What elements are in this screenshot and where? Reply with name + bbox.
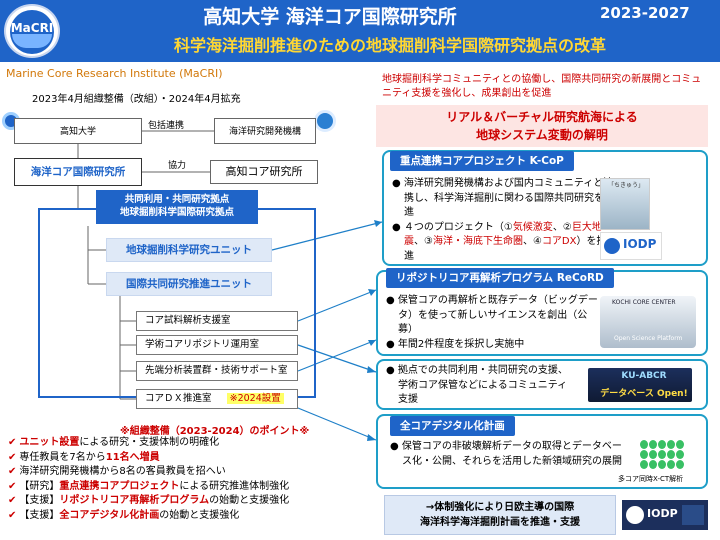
list-item: ● 保管コアの再解析と既存データ（ビッグデータ）を使って新しいサイエンスを創出（…: [386, 295, 598, 335]
check-icon: ✔: [8, 466, 17, 478]
subunit-core-dx-note: ※2024設置: [226, 393, 284, 404]
chikyu-ship-image: [600, 178, 650, 230]
iodp-3-logo: IODP: [622, 500, 708, 530]
voyage-line1: リアル＆バーチャル研究航海による: [446, 110, 638, 124]
record-title: リポジトリコア再解析プログラム ReCoRD: [386, 268, 614, 288]
establishment-note: 2023年4月組織整備（改組）・2024年4月拡充: [32, 94, 241, 105]
institute-english-name: Marine Core Research Institute (MaCRI): [6, 67, 223, 80]
digitization-title: 全コアデジタル化計画: [390, 416, 515, 436]
subunit-core-dx-label: コアＤＸ推進室: [145, 393, 212, 404]
period-label: 2023-2027: [600, 4, 690, 22]
xct-scan-image: [640, 440, 684, 470]
list-item: ✔海洋研究開発機構から8名の客員教員を招へい: [8, 466, 226, 478]
subunit-core-repository: 学術コアリポジトリ運用室: [136, 335, 298, 355]
page-subtitle: 科学海洋掘削推進のための地球掘削科学国際研究拠点の改革: [173, 36, 606, 55]
page-title: 高知大学 海洋コア国際研究所: [203, 6, 457, 28]
digitization-list: ● 保管コアの非破壊解析データの取得とデータベース化・公開、それらを活用した新領…: [390, 440, 630, 469]
kuabcr-title: KU-ABCR: [621, 371, 667, 381]
logo-text: MaCRI: [10, 21, 54, 35]
list-item: ● 年間2件程度を採択し実施中: [386, 338, 525, 350]
kuabcr-banner: [588, 368, 692, 402]
kcop-list: ● 海洋研究開発機構および国内コミュニティと連携し、科学海洋掘削に関わる国際共同…: [392, 177, 614, 264]
check-icon: ✔: [8, 480, 17, 492]
jamstec-icon: [314, 110, 336, 132]
check-icon: ✔: [8, 437, 17, 448]
footer-line2: 海洋科学海洋掘削計画を推進・支援: [420, 517, 580, 528]
points-title: ※組織整備（2023-2024）のポイント※: [120, 426, 310, 437]
list-item: ✔【支援】全コアデジタル化計画の始動と支援強化: [8, 509, 240, 521]
collaboration-text: 地球掘削科学コミュニティとの協働し、国際共同研究の新展開とコミュニティ支援を強化…: [382, 74, 702, 99]
kochi-core-center-image: [600, 296, 696, 348]
list-item: ● 海洋研究開発機構および国内コミュニティと連携し、科学海洋掘削に関わる国際共同…: [392, 178, 614, 218]
jamstec-box: 海洋研究開発機構: [214, 118, 316, 144]
community-list: ● 拠点での共同利用・共同研究の支援、学術コア保管などによるコミュニティ支援: [386, 364, 576, 408]
macri-logo: MaCRI: [4, 4, 60, 58]
list-item: ● 保管コアの非破壊解析データの取得とデータベース化・公開、それらを活用した新領…: [390, 441, 622, 467]
research-voyage-box: リアル＆バーチャル研究航海による 地球システム変動の解明: [376, 105, 708, 147]
database-open-label: データベース Open!: [600, 389, 688, 399]
check-icon: ✔: [8, 509, 17, 521]
subunit-core-dx: コアＤＸ推進室 ※2024設置: [136, 389, 298, 409]
check-icon: ✔: [8, 495, 17, 507]
kochi-core-center-label: KOCHI CORE CENTER: [612, 299, 676, 306]
kochi-core-box: 高知コア研究所: [210, 160, 318, 184]
university-box: 高知大学: [14, 118, 142, 144]
subunit-analysis-support: 先端分析装置群・技術サポート室: [136, 361, 298, 381]
xct-label: 多コア同時X-CT解析: [618, 475, 684, 483]
subunit-core-analysis: コア試料解析支援室: [136, 311, 298, 331]
check-icon: ✔: [8, 451, 17, 463]
list-item: ✔【研究】重点連携コアプロジェクトによる研究推進体制強化: [8, 480, 290, 492]
list-item: ✔ユニット設置による研究・支援体制の明確化: [8, 437, 220, 448]
footer-line1: →体制強化により日欧主導の国際: [425, 502, 575, 513]
list-item: ✔専任教員を7名から11名へ増員: [8, 451, 160, 463]
partnership-label: 包括連携: [148, 121, 185, 131]
chikyu-label: 「ちきゅう」: [608, 182, 645, 189]
joint-line2: 地球掘削科学国際研究拠点: [119, 207, 234, 218]
joint-line1: 共同利用・共同研究拠点: [124, 194, 230, 205]
header-bar: [0, 0, 720, 62]
open-science-label: Open Science Platform: [614, 335, 683, 342]
cooperation-label: 協力: [168, 161, 187, 171]
kcop-title: 重点連携コアプロジェクト K-CoP: [390, 151, 574, 171]
list-item: ✔【支援】リポジトリコア再解析プログラムの始動と支援強化: [8, 495, 290, 507]
center-box: 海洋コア国際研究所: [14, 158, 142, 186]
list-item: ● 拠点での共同利用・共同研究の支援、学術コア保管などによるコミュニティ支援: [386, 365, 568, 405]
unit-international-research: 国際共同研究推進ユニット: [106, 272, 272, 296]
voyage-line2: 地球システム変動の解明: [476, 128, 608, 142]
points-list: ✔ユニット設置による研究・支援体制の明確化 ✔専任教員を7名から11名へ増員 ✔…: [8, 436, 378, 524]
joint-use-center-box: 共同利用・共同研究拠点 地球掘削科学国際研究拠点: [96, 190, 258, 224]
unit-drilling-science: 地球掘削科学研究ユニット: [106, 238, 272, 262]
record-list: ● 保管コアの再解析と既存データ（ビッグデータ）を使って新しいサイエンスを創出（…: [386, 294, 601, 352]
iodp-logo: IODP: [600, 232, 662, 260]
footer-conclusion-box: →体制強化により日欧主導の国際 海洋科学海洋掘削計画を推進・支援: [384, 495, 616, 535]
list-item: ● ４つのプロジェクト（①気候激変、②巨大地震、③海洋・海底下生命圏、④コアDX…: [392, 221, 607, 262]
